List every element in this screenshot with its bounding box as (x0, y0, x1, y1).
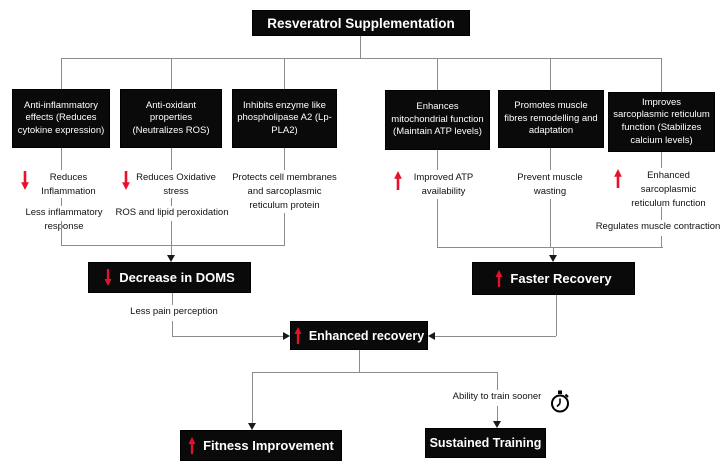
connector-line (61, 198, 62, 207)
outcome-label: Decrease in DOMS (119, 270, 235, 285)
effect-improved-atp: Improved ATP availability (392, 171, 482, 199)
mechanism-label: Anti-inflammatory effects (Reduces cytok… (17, 99, 105, 136)
effect-protects-membranes: Protects cell membranes and sarcoplasmic… (228, 171, 341, 213)
connector-line (437, 199, 438, 247)
outcome-node-fitness-improvement: Fitness Improvement (180, 430, 342, 461)
effect-sublabel: ROS and lipid peroxidation (113, 206, 231, 220)
connector-line (284, 148, 285, 170)
connector-line (661, 236, 662, 247)
red-up-arrow-icon (188, 437, 196, 454)
connector-line (661, 59, 662, 92)
effect-label: Prevent muscle wasting (517, 172, 583, 197)
connector-line (252, 372, 253, 423)
arrowhead-icon (428, 332, 435, 340)
connector-line (550, 59, 551, 90)
red-down-arrow-icon (122, 171, 130, 190)
connector-line (437, 247, 663, 248)
note-less-pain: Less pain perception (118, 305, 230, 319)
outcome-node-faster-recovery: Faster Recovery (472, 262, 635, 295)
arrowhead-icon (167, 255, 175, 262)
arrowhead-icon (248, 423, 256, 430)
mechanism-node-antioxidant: Anti-oxidant properties (Neutralizes ROS… (120, 89, 222, 148)
mechanism-node-sarcoplasmic: Improves sarcoplasmic reticulum function… (608, 92, 715, 152)
mechanism-label: Enhances mitochondrial function (Maintai… (391, 101, 484, 138)
connector-line (171, 59, 172, 89)
connector-line (171, 148, 172, 170)
title-node: Resveratrol Supplementation (252, 10, 470, 36)
connector-line (435, 336, 556, 337)
connector-line (172, 293, 173, 307)
connector-line (61, 245, 285, 246)
connector-line (172, 321, 173, 336)
connector-line (61, 59, 62, 89)
outcome-label: Enhanced recovery (308, 328, 425, 343)
connector-line (171, 198, 172, 207)
outcome-node-enhanced-recovery: Enhanced recovery (290, 321, 428, 350)
red-up-arrow-icon (393, 171, 402, 190)
connector-line (360, 36, 361, 58)
connector-line (497, 372, 498, 391)
connector-line (284, 213, 285, 245)
outcome-node-decrease-doms: Decrease in DOMS (88, 262, 251, 293)
connector-line (556, 295, 557, 336)
effect-label: Reduces Inflammation (41, 172, 96, 197)
effect-label: Enhanced sarcoplasmic reticulum function (631, 170, 706, 209)
connector-line (550, 199, 551, 247)
connector-line (553, 247, 554, 255)
outcome-label: Faster Recovery (510, 271, 612, 286)
red-up-arrow-icon (613, 169, 622, 188)
mechanism-node-mitochondrial: Enhances mitochondrial function (Maintai… (385, 90, 490, 150)
effect-label: Reduces Oxidative stress (136, 172, 216, 197)
red-up-arrow-icon (495, 270, 503, 287)
connector-line (437, 59, 438, 90)
mechanism-node-inhibits-enzyme: Inhibits enzyme like phospholipase A2 (L… (232, 89, 337, 148)
outcome-label: Fitness Improvement (203, 438, 334, 453)
arrowhead-icon (283, 332, 290, 340)
mechanism-node-anti-inflammatory: Anti-inflammatory effects (Reduces cytok… (12, 89, 110, 148)
connector-line (61, 148, 62, 170)
effect-sublabel: Regulates muscle contraction (594, 220, 722, 234)
effect-sublabel: Less inflammatory response (8, 206, 120, 234)
connector-line (171, 221, 172, 245)
stopwatch-icon (551, 390, 569, 413)
arrowhead-icon (493, 421, 501, 428)
connector-line (497, 406, 498, 421)
connector-line (172, 336, 283, 337)
outcome-label: Sustained Training (429, 436, 542, 450)
note-ability-to-train-sooner: Ability to train sooner (445, 390, 549, 404)
red-up-arrow-icon (294, 327, 302, 344)
red-down-arrow-icon (20, 171, 29, 190)
connector-line (359, 350, 360, 372)
connector-line (661, 207, 662, 220)
title-label: Resveratrol Supplementation (267, 15, 455, 31)
effect-reduces-inflammation: Reduces Inflammation (16, 171, 108, 199)
red-down-arrow-icon (104, 269, 112, 286)
connector-line (61, 58, 662, 59)
effect-reduces-oxidative-stress: Reduces Oxidative stress (120, 171, 219, 199)
mechanism-label: Anti-oxidant properties (Neutralizes ROS… (132, 99, 210, 136)
effect-label: Improved ATP availability (413, 172, 474, 197)
mechanism-node-muscle-fibres: Promotes muscle fibres remodelling and a… (498, 90, 604, 148)
connector-line (550, 148, 551, 170)
connector-line (661, 152, 662, 168)
effect-label: Protects cell membranes and sarcoplasmic… (232, 172, 337, 211)
mechanism-label: Promotes muscle fibres remodelling and a… (504, 100, 598, 137)
connector-line (252, 372, 498, 373)
connector-line (437, 150, 438, 170)
arrowhead-icon (549, 255, 557, 262)
connector-line (61, 221, 62, 245)
outcome-node-sustained-training: Sustained Training (425, 428, 546, 458)
effect-enhanced-sr-function: Enhanced sarcoplasmic reticulum function (612, 169, 712, 211)
connector-line (171, 245, 172, 255)
mechanism-label: Inhibits enzyme like phospholipase A2 (L… (237, 99, 332, 136)
mechanism-label: Improves sarcoplasmic reticulum function… (613, 96, 710, 146)
connector-line (284, 59, 285, 89)
effect-prevent-wasting: Prevent muscle wasting (505, 171, 595, 199)
